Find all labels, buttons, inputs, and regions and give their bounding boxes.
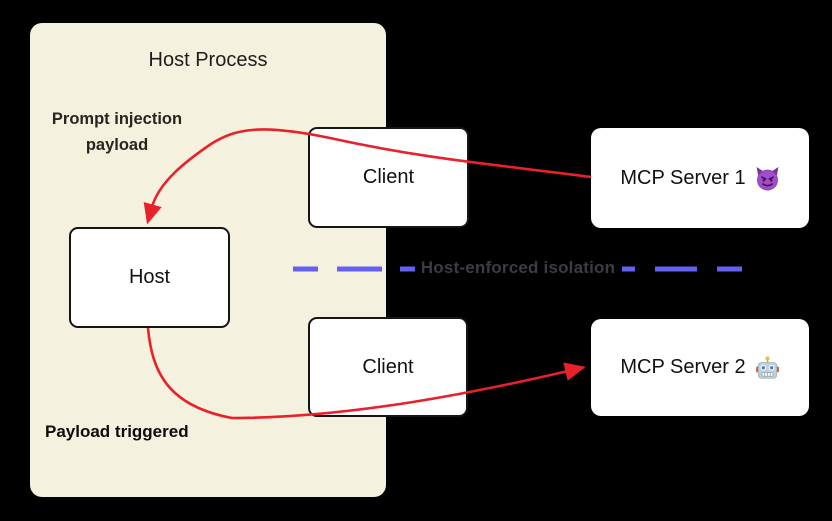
isolation-label: Host-enforced isolation [420,258,616,277]
prompt-injection-label: Prompt injection payload [51,110,183,154]
node-client-bottom-label: Client [362,355,414,378]
node-mcp-server-1[interactable]: MCP Server 1 [591,128,809,228]
devil-emoji-icon [756,166,779,190]
node-client-top-label: Client [362,166,415,188]
node-client-bottom[interactable]: Client [308,317,468,417]
node-mcp-server-2[interactable]: MCP Server 2 [591,319,809,416]
node-host[interactable]: Host [69,227,230,328]
node-mcp-server-1-label: MCP Server 1 [620,166,746,189]
host-process-title: Host Process [148,49,268,71]
node-mcp-server-2-label: MCP Server 2 [620,356,746,378]
robot-emoji-icon [755,356,779,379]
node-client-top[interactable]: Client [308,127,469,228]
payload-triggered-label: Payload triggered [45,422,189,441]
node-host-label: Host [128,266,171,288]
